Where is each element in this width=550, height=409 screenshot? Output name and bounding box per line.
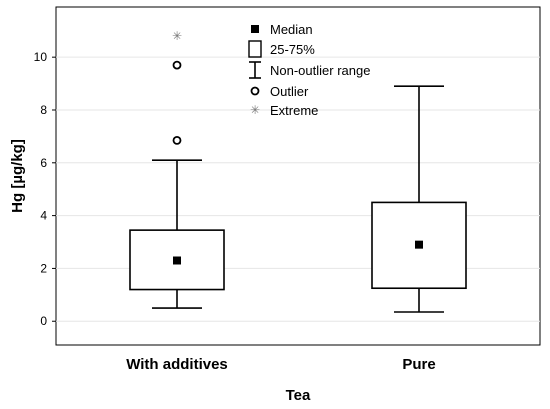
legend-item: ✳ Extreme (250, 103, 318, 118)
y-tick-label: 8 (40, 103, 47, 117)
legend-item: Outlier (250, 84, 309, 99)
outlier-point (172, 60, 182, 70)
x-category-label: Pure (402, 356, 435, 373)
legend-label: Extreme (270, 103, 318, 118)
legend-label: Non-outlier range (270, 63, 370, 78)
y-axis-ticks: 0 2 4 6 8 10 (34, 50, 56, 328)
median-marker (415, 240, 423, 249)
y-tick-label: 6 (40, 156, 47, 170)
legend-outlier-symbol (250, 86, 260, 96)
legend-item: 25-75% (248, 40, 315, 58)
y-tick-label: 4 (40, 209, 47, 223)
extreme-point: ✳ (172, 29, 182, 43)
x-axis-title: Tea (286, 387, 311, 404)
legend-label: Outlier (270, 84, 309, 99)
legend-item: Non-outlier range (249, 61, 370, 79)
y-tick-label: 0 (40, 314, 47, 328)
iqr-box (371, 201, 467, 290)
legend-box-symbol (248, 40, 262, 58)
box-group: ✳ With additives (126, 29, 228, 373)
y-tick-label: 10 (34, 50, 48, 64)
legend-extreme-symbol: ✳ (250, 103, 260, 117)
legend-item: Median (251, 22, 313, 37)
legend-label: Median (270, 22, 313, 37)
outlier-point (172, 135, 182, 145)
box-series: ✳ With additives Pure (126, 29, 467, 373)
legend-label: 25-75% (270, 42, 315, 57)
legend-median-symbol (251, 25, 259, 33)
x-category-label: With additives (126, 356, 228, 373)
y-tick-label: 2 (40, 261, 47, 275)
median-marker (173, 256, 181, 265)
y-axis-title: Hg [µg/kg] (9, 139, 26, 213)
plot-area (55, 6, 541, 346)
box-group: Pure (371, 85, 467, 373)
